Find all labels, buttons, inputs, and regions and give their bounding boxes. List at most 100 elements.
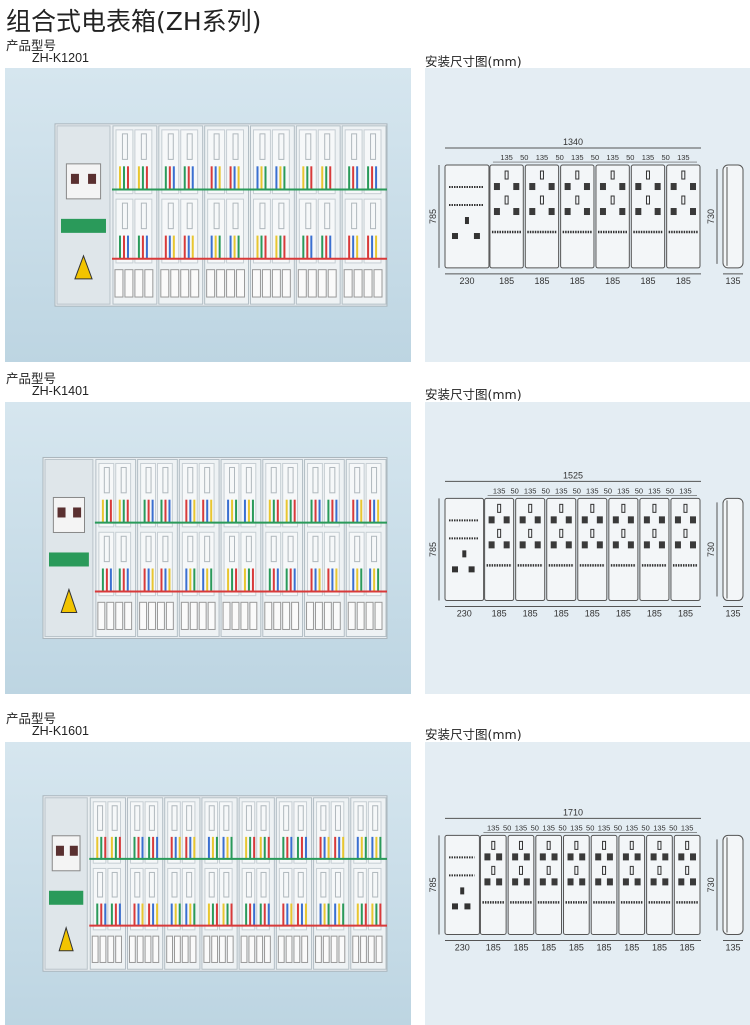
meter bbox=[606, 853, 613, 861]
meter bbox=[523, 853, 530, 861]
meter-window bbox=[120, 466, 127, 494]
meter-spacing-label: 135 bbox=[536, 153, 549, 162]
meter bbox=[595, 853, 602, 861]
branch-breaker bbox=[306, 601, 314, 630]
page-title: 组合式电表箱(ZH系列) bbox=[6, 7, 262, 36]
left-width-label: 230 bbox=[455, 942, 470, 952]
meter bbox=[551, 853, 558, 861]
branch-breaker bbox=[124, 601, 133, 630]
total-width-label: 1525 bbox=[563, 470, 583, 480]
meter-window bbox=[574, 865, 579, 875]
branch-breaker bbox=[189, 935, 197, 963]
meter bbox=[643, 541, 650, 549]
terminal-block bbox=[61, 218, 106, 233]
branch-breaker bbox=[264, 601, 273, 630]
meter bbox=[548, 183, 555, 191]
meter-cell bbox=[293, 801, 308, 864]
meter bbox=[612, 541, 619, 549]
module-width-label: 185 bbox=[486, 942, 501, 952]
meter-window bbox=[546, 865, 551, 875]
branch-breaker bbox=[347, 601, 356, 630]
meter bbox=[599, 183, 606, 191]
total-width-label: 1340 bbox=[563, 137, 583, 147]
branch-breaker bbox=[375, 935, 383, 963]
meter-spacing-label: 135 bbox=[626, 823, 639, 832]
meter-cell bbox=[167, 801, 181, 864]
module-width-label: 185 bbox=[534, 276, 549, 286]
branch-breaker bbox=[293, 935, 301, 963]
meter bbox=[488, 541, 495, 549]
meter-spacing-label: 135 bbox=[617, 486, 630, 495]
meter bbox=[550, 541, 557, 549]
branch-breaker bbox=[249, 601, 258, 630]
branch-breaker bbox=[206, 269, 216, 298]
meter-window bbox=[229, 535, 236, 563]
meter bbox=[662, 878, 669, 886]
module-width-label: 185 bbox=[676, 276, 691, 286]
meter-spacing-label: 135 bbox=[642, 153, 655, 162]
left-width-label: 230 bbox=[459, 276, 474, 286]
meter-window bbox=[652, 528, 657, 538]
meter-window bbox=[97, 871, 104, 898]
indicator bbox=[462, 550, 467, 558]
meter-window bbox=[278, 202, 285, 230]
meter-cell bbox=[256, 867, 270, 931]
breaker-switch bbox=[73, 507, 82, 518]
depth-label: 135 bbox=[725, 942, 740, 952]
meter-window bbox=[305, 202, 312, 230]
meter bbox=[596, 516, 603, 524]
meter-cell bbox=[204, 867, 219, 931]
meter-cell bbox=[367, 867, 382, 931]
meter bbox=[650, 853, 657, 861]
meter-module bbox=[639, 497, 670, 602]
meter-window bbox=[324, 133, 331, 160]
meter-window bbox=[287, 535, 294, 563]
meter-spacing-label: 135 bbox=[493, 486, 506, 495]
branch-breaker bbox=[181, 935, 189, 963]
install-dimension-label: 安装尺寸图(mm) bbox=[425, 54, 522, 69]
meter bbox=[567, 878, 574, 886]
meter-window bbox=[685, 865, 690, 875]
module-width-label: 185 bbox=[678, 609, 693, 619]
meter bbox=[670, 208, 677, 216]
branch-breaker bbox=[367, 935, 375, 963]
meter-cell bbox=[129, 867, 144, 931]
meter-window bbox=[187, 535, 194, 563]
meter-cell bbox=[144, 801, 159, 864]
meter-window bbox=[357, 805, 364, 831]
meter-module bbox=[515, 497, 546, 602]
meter bbox=[534, 541, 541, 549]
meter-window bbox=[320, 871, 327, 898]
meter-window bbox=[186, 805, 193, 831]
side-view bbox=[722, 834, 744, 935]
meter-window bbox=[111, 871, 118, 898]
photo-canvas bbox=[54, 123, 388, 307]
meter-module bbox=[646, 834, 673, 935]
meter-window bbox=[629, 840, 634, 850]
meter-window bbox=[683, 503, 688, 513]
branch-breaker bbox=[136, 935, 144, 963]
gap-label: 50 bbox=[558, 823, 566, 832]
meter-window bbox=[629, 865, 634, 875]
meter bbox=[581, 516, 588, 524]
branch-breaker bbox=[134, 269, 144, 298]
branch-breaker bbox=[189, 601, 198, 630]
meter-window bbox=[213, 202, 220, 230]
meter-window bbox=[324, 202, 331, 230]
meter-window bbox=[590, 528, 595, 538]
left-width-label: 230 bbox=[457, 609, 472, 619]
meter bbox=[674, 516, 681, 524]
meter-window bbox=[260, 805, 267, 831]
meter bbox=[503, 541, 510, 549]
meter-window bbox=[504, 170, 509, 180]
meter bbox=[512, 878, 519, 886]
branch-breaker bbox=[114, 269, 124, 298]
meter bbox=[493, 208, 500, 216]
module-width-label: 185 bbox=[499, 276, 514, 286]
module-width-label: 185 bbox=[513, 942, 528, 952]
meter-window bbox=[621, 528, 626, 538]
meter-spacing-label: 135 bbox=[653, 823, 666, 832]
meter-cell bbox=[316, 867, 330, 931]
